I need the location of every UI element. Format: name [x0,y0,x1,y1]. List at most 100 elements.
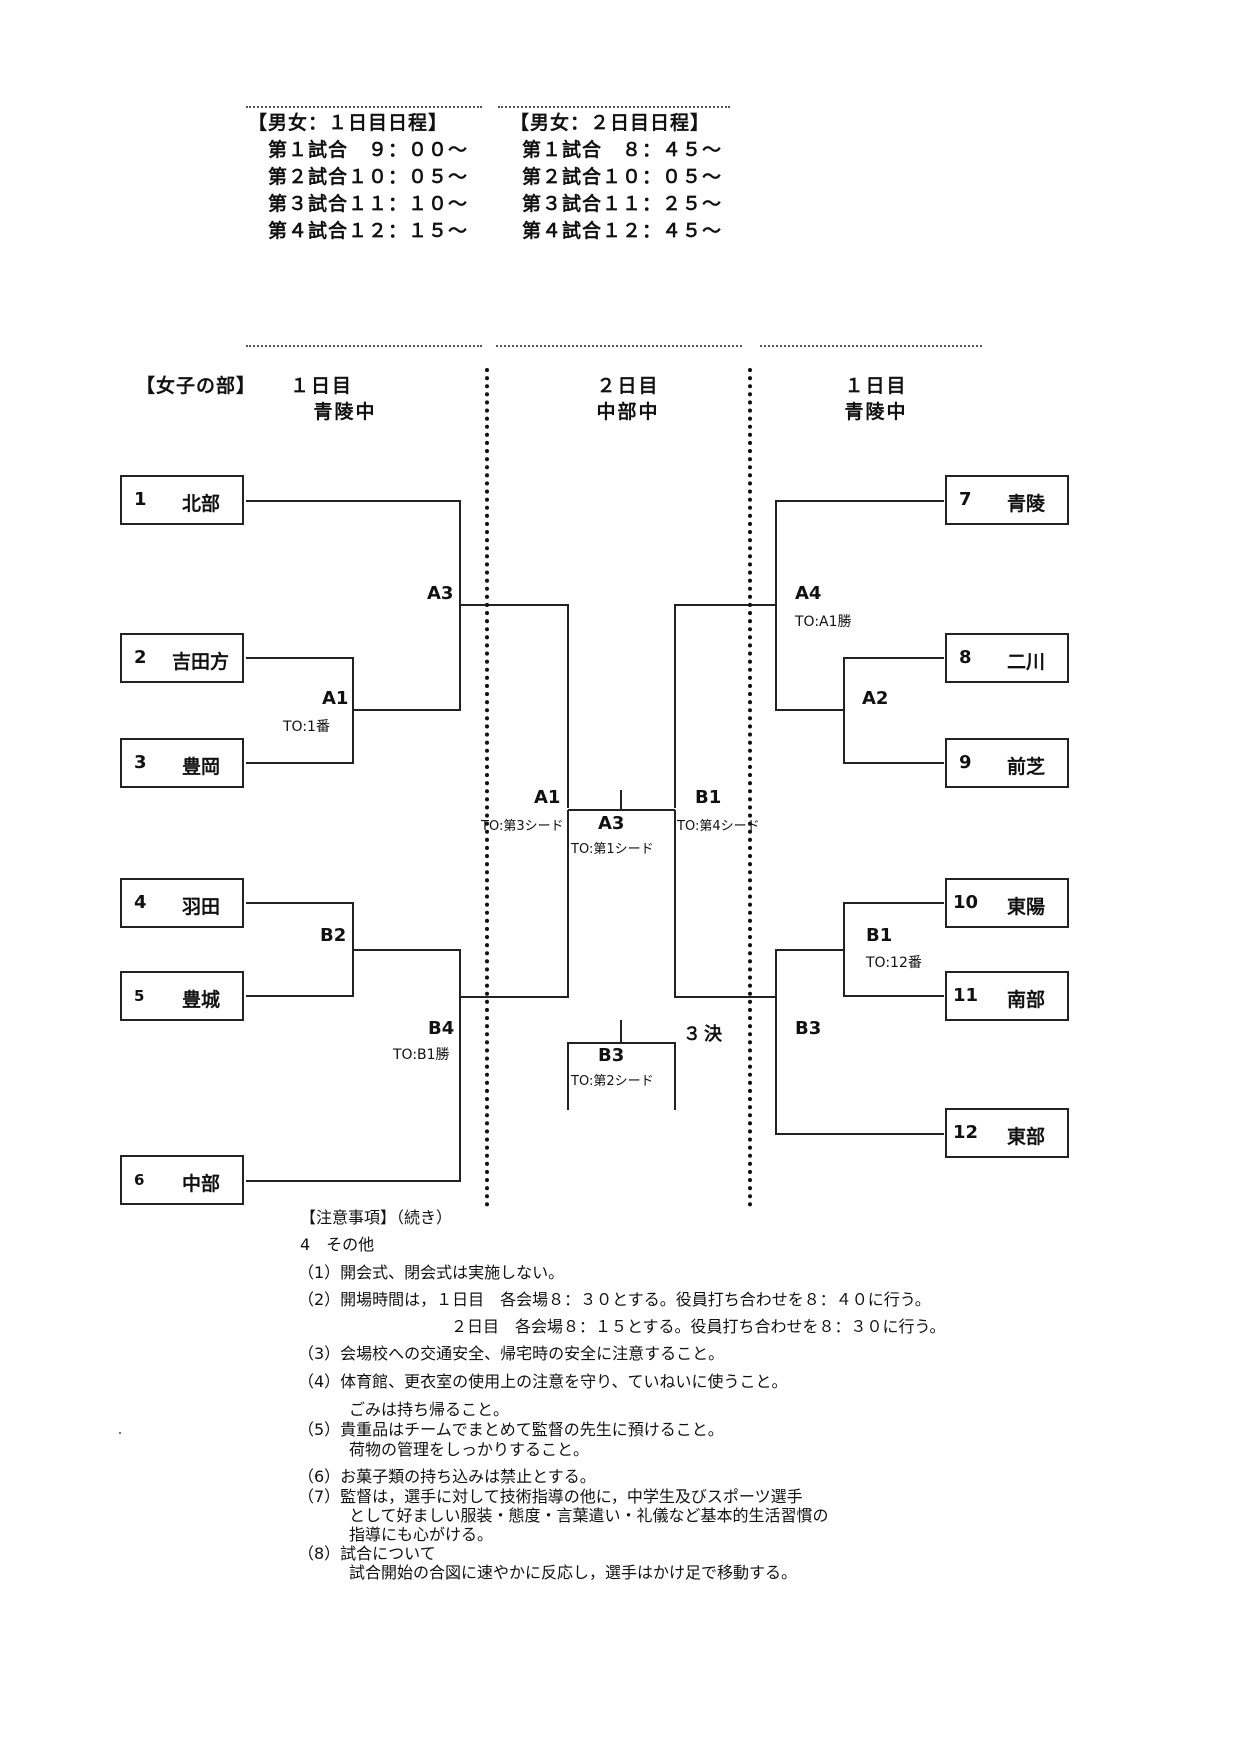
note-line: （5）貴重品はチームでまとめて監督の先生に預けること。 [298,1420,724,1439]
column-venue: 中部中 [596,401,660,423]
team-name: 前芝 [1007,756,1046,778]
column-venue: 青陵中 [313,401,377,423]
team-name: 東部 [1007,1126,1046,1148]
team-box-5: 5 豊城 [120,971,244,1021]
header-divider-right [760,345,982,347]
column-header-right: １日目 青陵中 [816,373,936,425]
match-note-b1-right: TO:12番 [866,955,922,971]
match-label-a2-right: A2 [862,688,889,709]
match-label-a3-left: A3 [427,583,454,604]
team-number: 7 [959,489,972,510]
team-name: 羽田 [182,896,221,918]
team-box-11: 11 南部 [945,971,1069,1021]
notes-section: 4 その他 [300,1235,375,1254]
note-line: （8）試合について [298,1544,436,1563]
notes-title: 【注意事項】（続き） [300,1208,453,1227]
match-label-a3-final: A3 [598,813,625,834]
team-name: 南部 [1007,989,1046,1011]
header-divider-center [496,345,742,347]
line-b1-right [843,902,944,997]
schedule-row: 第１試合 ８：４５～ [522,139,723,161]
schedule-day1: 【男女：１日目日程】 第１試合 ９：００～ 第２試合１０：０５～ 第３試合１１：… [248,110,468,245]
note-line: として好ましい服装・態度・言葉遣い・礼儀など基本的生活習慣の [349,1506,829,1525]
line-a3-to-semi [460,604,569,808]
team-number: 12 [953,1122,979,1143]
team-box-10: 10 東陽 [945,878,1069,928]
schedule-row: 第４試合１２：４５～ [522,220,723,242]
line-b4-left [246,949,461,1182]
note-line: （1）開会式、閉会式は実施しない。 [298,1263,565,1282]
team-box-6: 6 中部 [120,1155,244,1205]
schedule-row: 第３試合１１：２５～ [522,193,723,215]
stray-dot [119,1432,121,1434]
team-number: 5 [134,987,145,1005]
match-note-a4-right: TO:A1勝 [795,614,852,630]
schedule-divider-left [246,106,482,108]
match-note-b4-left: TO:B1勝 [393,1047,450,1063]
team-number: 6 [134,1171,145,1189]
note-line: （7）監督は，選手に対して技術指導の他に，中学生及びスポーツ選手 [298,1487,803,1506]
team-box-3: 3 豊岡 [120,738,244,788]
column-venue: 青陵中 [844,401,908,423]
team-box-12: 12 東部 [945,1108,1069,1158]
schedule-day1-title: 【男女：１日目日程】 [248,112,449,134]
schedule-row: 第３試合１１：１０～ [268,193,469,215]
match-note-b3-third: TO:第2シード [571,1074,654,1089]
schedule-day2: 【男女：２日目日程】 第１試合 ８：４５～ 第２試合１０：０５～ 第３試合１１：… [510,110,722,245]
line-a1-left [246,657,354,764]
team-name: 二川 [1007,651,1046,673]
note-line: 指導にも心がける。 [349,1525,494,1544]
note-line: （6）お菓子類の持ち込みは禁止とする。 [298,1467,596,1486]
team-name: 豊岡 [182,756,221,778]
match-label-b2-left: B2 [320,925,347,946]
match-note-a1-semi: TO:第3シード [481,819,564,834]
team-number: 1 [134,489,147,510]
note-line: （4）体育館、更衣室の使用上の注意を守り、ていねいに使うこと。 [298,1372,788,1391]
team-box-7: 7 青陵 [945,475,1069,525]
note-line: （3）会場校への交通安全、帰宅時の安全に注意すること。 [298,1344,725,1363]
line-a2-right [843,657,944,764]
match-note-b1-semi: TO:第4シード [677,819,760,834]
schedule-day2-title: 【男女：２日目日程】 [510,112,711,134]
team-box-9: 9 前芝 [945,738,1069,788]
match-note-a3-final: TO:第1シード [571,842,654,857]
schedule-divider-right [498,106,730,108]
team-name: 中部 [182,1173,221,1195]
team-name: 東陽 [1007,896,1046,918]
match-label-b1-right: B1 [866,925,893,946]
schedule-row: 第２試合１０：０５～ [522,166,723,188]
line-b2-left [246,902,354,997]
schedule-row: 第４試合１２：１５～ [268,220,469,242]
match-label-a1-left: A1 [322,688,349,709]
team-number: 11 [953,985,979,1006]
match-label-b3-third: B3 [598,1045,625,1066]
schedule-row: 第１試合 ９：００～ [268,139,469,161]
team-name: 北部 [182,493,221,515]
section-title: 【女子の部】 [136,375,257,397]
schedule-row: 第２試合１０：０５～ [268,166,469,188]
column-header-center: ２日目 中部中 [568,373,688,425]
team-number: 2 [134,647,147,668]
third-place-label: ３決 [683,1024,725,1045]
column-day: １日目 [290,375,354,397]
team-number: 9 [959,752,972,773]
column-day: ２日目 [596,375,660,397]
match-note-a1-left: TO:1番 [283,719,330,735]
note-line: ごみは持ち帰ること。 [349,1400,510,1419]
team-name: 青陵 [1007,493,1046,515]
note-line: 試合開始の合図に速やかに反応し，選手はかけ足で移動する。 [349,1563,798,1582]
note-line: 荷物の管理をしっかりすること。 [349,1440,590,1459]
column-day: １日目 [844,375,908,397]
team-box-8: 8 二川 [945,633,1069,683]
team-number: 4 [134,892,147,913]
team-number: 10 [953,892,979,913]
team-number: 3 [134,752,147,773]
team-box-2: 2 吉田方 [120,633,244,683]
line-b3-right [775,949,944,1135]
line-a4-right [775,500,944,711]
note-line: （2）開場時間は，１日目 各会場８：３０とする。役員打ち合わせを８：４０に行う。 [298,1290,931,1309]
note-line: ２日目 各会場８：１５とする。役員打ち合わせを８：３０に行う。 [451,1317,946,1336]
team-name: 吉田方 [172,651,230,673]
line-b3-to-semi [674,810,776,998]
match-label-b1-semi: B1 [695,787,722,808]
